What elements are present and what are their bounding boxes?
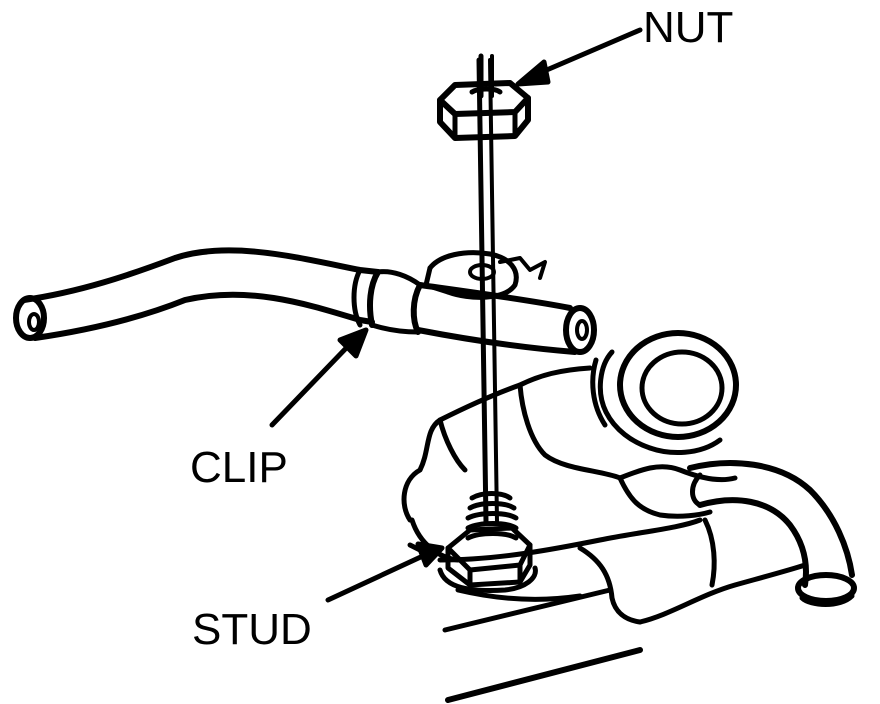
clip-leader [272,342,352,425]
nut-arrowhead [518,62,548,84]
stud-arrowhead [418,544,442,565]
stud-leader [328,555,425,600]
engine-housing [404,333,854,700]
clip [354,253,545,332]
nut-leader [535,30,640,75]
clip-label: CLIP [190,443,288,492]
nut [440,56,528,138]
leader-arrows [272,30,640,600]
clip-arrowhead [340,330,366,356]
stud-label: STUD [192,605,312,654]
nut-label: NUT [643,3,734,52]
fuel-line [16,250,594,352]
